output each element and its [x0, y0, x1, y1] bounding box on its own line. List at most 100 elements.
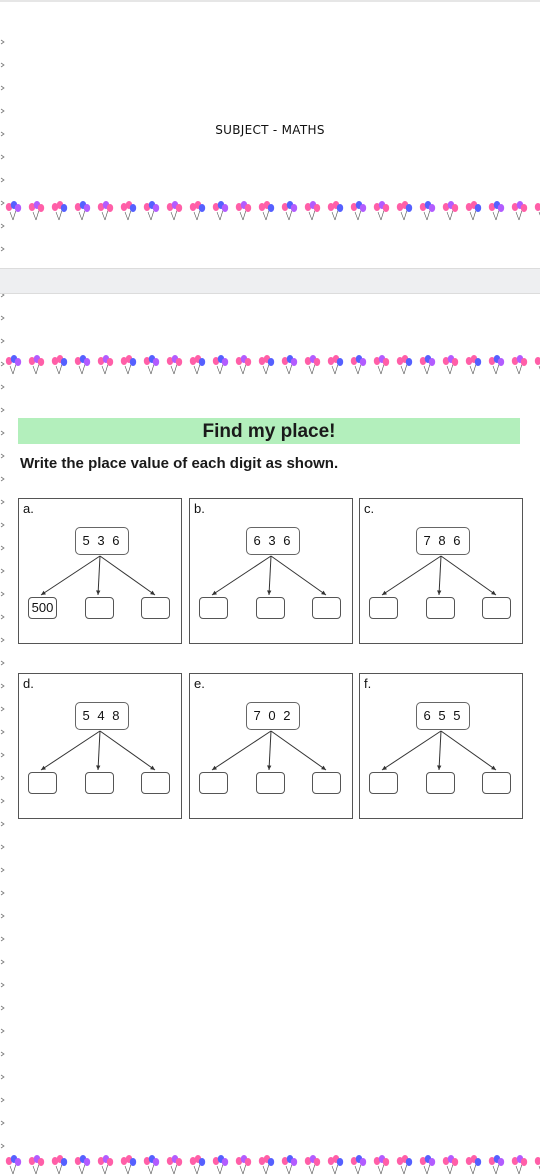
border-mark-icon — [1, 914, 4, 918]
balloon-icon — [328, 1155, 343, 1174]
connector-line — [382, 731, 441, 770]
balloon-icon — [29, 201, 44, 220]
worksheet-instruction: Write the place value of each digit as s… — [20, 455, 338, 472]
border-mark-icon — [1, 454, 4, 458]
balloon-icon — [535, 201, 540, 220]
hundreds-answer-box[interactable] — [199, 772, 228, 794]
border-mark-icon — [1, 546, 4, 550]
connector-line — [269, 731, 271, 770]
balloon-icon — [466, 355, 481, 374]
arrowhead-icon — [150, 591, 155, 595]
tens-answer-box[interactable] — [256, 597, 285, 619]
border-mark-icon — [1, 1052, 4, 1056]
ones-answer-box[interactable] — [312, 772, 341, 794]
arrowhead-icon — [437, 590, 441, 595]
arrowhead-icon — [212, 766, 217, 770]
tens-answer-box[interactable] — [85, 772, 114, 794]
balloon-icon — [305, 201, 320, 220]
connector-line — [271, 556, 326, 595]
balloon-icon — [489, 355, 504, 374]
balloon-icon — [213, 1155, 228, 1174]
border-mark-icon — [1, 63, 4, 67]
balloon-icon — [6, 201, 21, 220]
hundreds-answer-box[interactable] — [369, 772, 398, 794]
hundreds-answer-box[interactable] — [369, 597, 398, 619]
border-mark-icon — [1, 822, 4, 826]
tens-answer-box[interactable] — [256, 772, 285, 794]
connector-line — [271, 731, 326, 770]
arrowhead-icon — [96, 590, 100, 595]
arrowhead-icon — [96, 765, 100, 770]
ones-answer-box[interactable] — [482, 597, 511, 619]
balloon-icon — [259, 1155, 274, 1174]
ones-answer-box[interactable] — [141, 772, 170, 794]
border-mark-icon — [1, 592, 4, 596]
balloon-icon — [29, 1155, 44, 1174]
hundreds-answer-box[interactable] — [28, 772, 57, 794]
balloon-icon — [420, 201, 435, 220]
balloon-icon — [259, 201, 274, 220]
number-box: 6 3 6 — [246, 527, 300, 555]
balloon-icon — [121, 1155, 136, 1174]
balloon-icon — [121, 355, 136, 374]
border-mark-icon — [1, 247, 4, 251]
border-mark-icon — [1, 431, 4, 435]
balloon-icon — [374, 355, 389, 374]
puzzle-f: f. 6 5 5 — [359, 673, 523, 819]
hundreds-answer-box[interactable]: 500 — [28, 597, 57, 619]
left-decorative-border — [0, 0, 10, 1170]
arrowhead-icon — [41, 591, 46, 595]
arrowhead-icon — [212, 591, 217, 595]
arrowhead-icon — [491, 766, 496, 770]
ones-answer-box[interactable] — [312, 597, 341, 619]
connector-line — [441, 731, 496, 770]
balloon-icon — [466, 201, 481, 220]
tens-answer-box[interactable] — [426, 772, 455, 794]
balloon-icon — [328, 201, 343, 220]
balloon-icon — [75, 201, 90, 220]
balloon-icon — [167, 355, 182, 374]
arrowhead-icon — [437, 765, 441, 770]
border-mark-icon — [1, 408, 4, 412]
balloon-icon — [259, 355, 274, 374]
puzzle-letter: a. — [23, 501, 34, 516]
balloon-icon — [236, 355, 251, 374]
balloon-icon — [512, 201, 527, 220]
balloon-icon — [236, 1155, 251, 1174]
ones-answer-box[interactable] — [141, 597, 170, 619]
border-mark-icon — [1, 40, 4, 44]
border-mark-icon — [1, 845, 4, 849]
balloon-icon — [512, 355, 527, 374]
border-mark-icon — [1, 707, 4, 711]
border-mark-icon — [1, 960, 4, 964]
connector-line — [98, 556, 100, 595]
arrowhead-icon — [382, 591, 387, 595]
balloon-icon — [512, 1155, 527, 1174]
ones-answer-box[interactable] — [482, 772, 511, 794]
balloon-icon — [443, 355, 458, 374]
connector-line — [98, 731, 100, 770]
border-mark-icon — [1, 155, 4, 159]
border-mark-icon — [1, 730, 4, 734]
number-box: 7 8 6 — [416, 527, 470, 555]
connector-line — [441, 556, 496, 595]
hundreds-answer-box[interactable] — [199, 597, 228, 619]
puzzle-a: a. 5 3 6 500 — [18, 498, 182, 644]
border-mark-icon — [1, 178, 4, 182]
balloon-icon — [466, 1155, 481, 1174]
arrowhead-icon — [491, 591, 496, 595]
balloon-icon — [420, 355, 435, 374]
number-box: 7 0 2 — [246, 702, 300, 730]
balloon-icon — [52, 201, 67, 220]
worksheet-title: Find my place! — [18, 421, 520, 443]
puzzle-e: e. 7 0 2 — [189, 673, 353, 819]
tens-answer-box[interactable] — [85, 597, 114, 619]
balloon-icon — [397, 355, 412, 374]
puzzle-letter: d. — [23, 676, 34, 691]
tens-answer-box[interactable] — [426, 597, 455, 619]
balloon-icon — [374, 1155, 389, 1174]
balloon-icon — [351, 1155, 366, 1174]
border-mark-icon — [1, 1098, 4, 1102]
balloon-icon — [121, 201, 136, 220]
arrowhead-icon — [150, 766, 155, 770]
